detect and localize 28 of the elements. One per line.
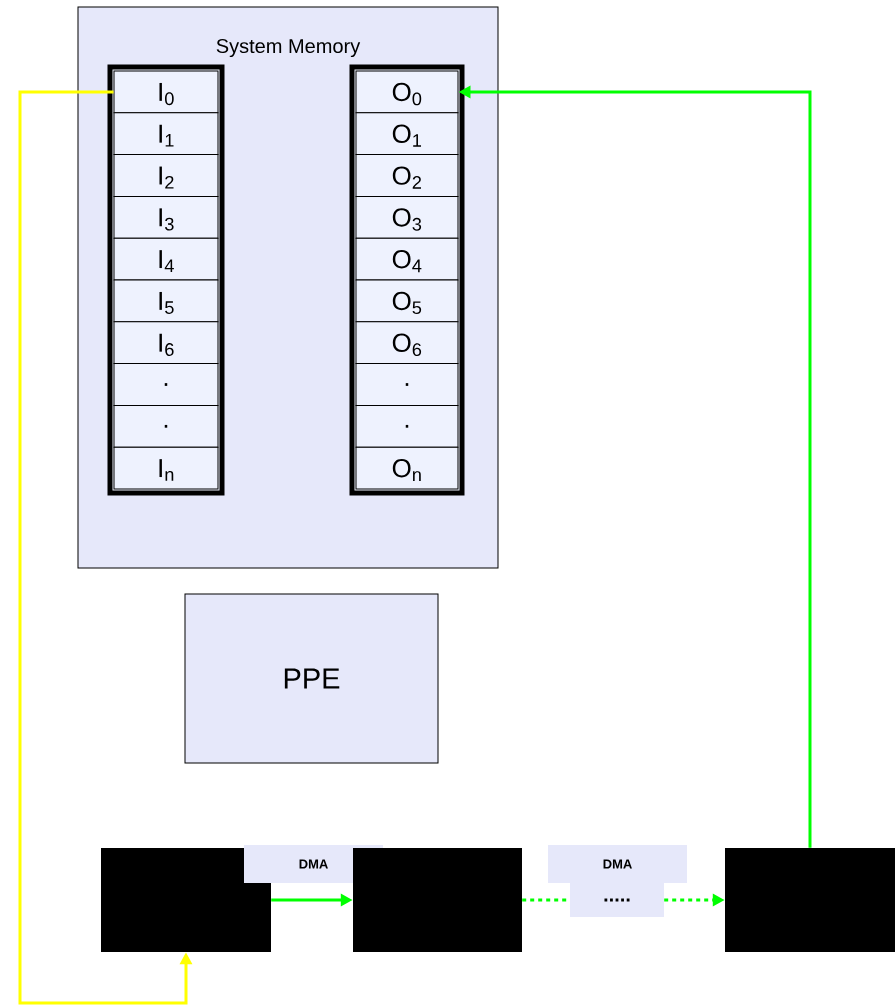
- array-cell: I$_{0}$: [113, 70, 219, 114]
- array-cell: O$_{2}$: [355, 154, 459, 197]
- array-cell: .: [355, 404, 459, 448]
- array-cell: O$_{0}$: [355, 70, 459, 114]
- array-cell: O$_{n}$: [355, 446, 459, 490]
- array-cell: .: [355, 363, 459, 406]
- array-cell: I$_{2}$: [113, 154, 219, 197]
- array-cell: O$_{1}$: [355, 112, 459, 156]
- array-cell: O$_{3}$: [355, 195, 459, 239]
- array-cell: O$_{5}$: [355, 279, 459, 323]
- array-cell: .: [113, 363, 219, 406]
- processor-box: PPE: [184, 593, 439, 764]
- array-cell: .: [113, 404, 219, 448]
- processing-unit-box: [725, 848, 895, 952]
- processing-unit-box: [101, 848, 271, 952]
- array-cell: I$_{6}$: [113, 321, 219, 365]
- array-cell: I$_{n}$: [113, 446, 219, 490]
- dma-box: DMA: [548, 845, 687, 883]
- array-cell: I$_{3}$: [113, 195, 219, 239]
- array-cell: I$_{1}$: [113, 112, 219, 156]
- processing-unit-box: [353, 848, 522, 952]
- array-cell: O$_{4}$: [355, 237, 459, 281]
- array-cell: I$_{4}$: [113, 237, 219, 281]
- node-label: DMA: [603, 859, 632, 869]
- ellipsis-box: .....: [570, 883, 664, 917]
- node-label: .....: [604, 898, 630, 902]
- array-cell: I$_{5}$: [113, 279, 219, 323]
- array-cell: O$_{6}$: [355, 321, 459, 365]
